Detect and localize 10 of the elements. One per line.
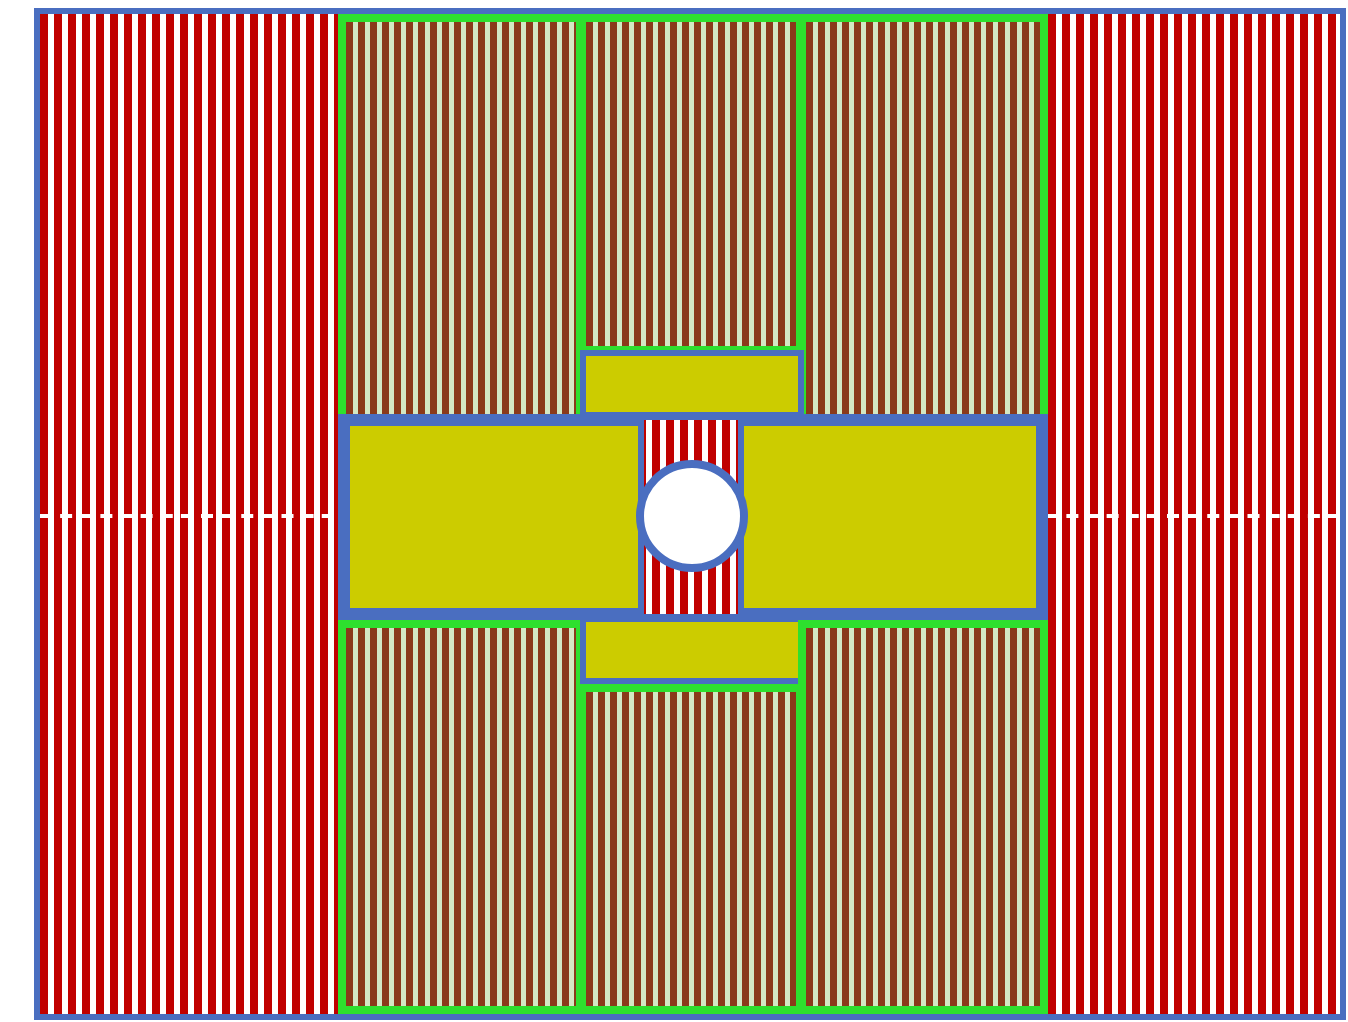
striped-panel (578, 14, 804, 354)
filled-block (344, 420, 644, 614)
striped-band (338, 414, 1048, 620)
filled-block (738, 420, 1042, 614)
striped-panel (338, 620, 584, 1014)
filled-block (580, 616, 804, 684)
striped-field (34, 8, 1346, 1020)
striped-panel (798, 620, 1048, 1014)
striped-panel (578, 684, 804, 1014)
filled-block (580, 350, 804, 418)
